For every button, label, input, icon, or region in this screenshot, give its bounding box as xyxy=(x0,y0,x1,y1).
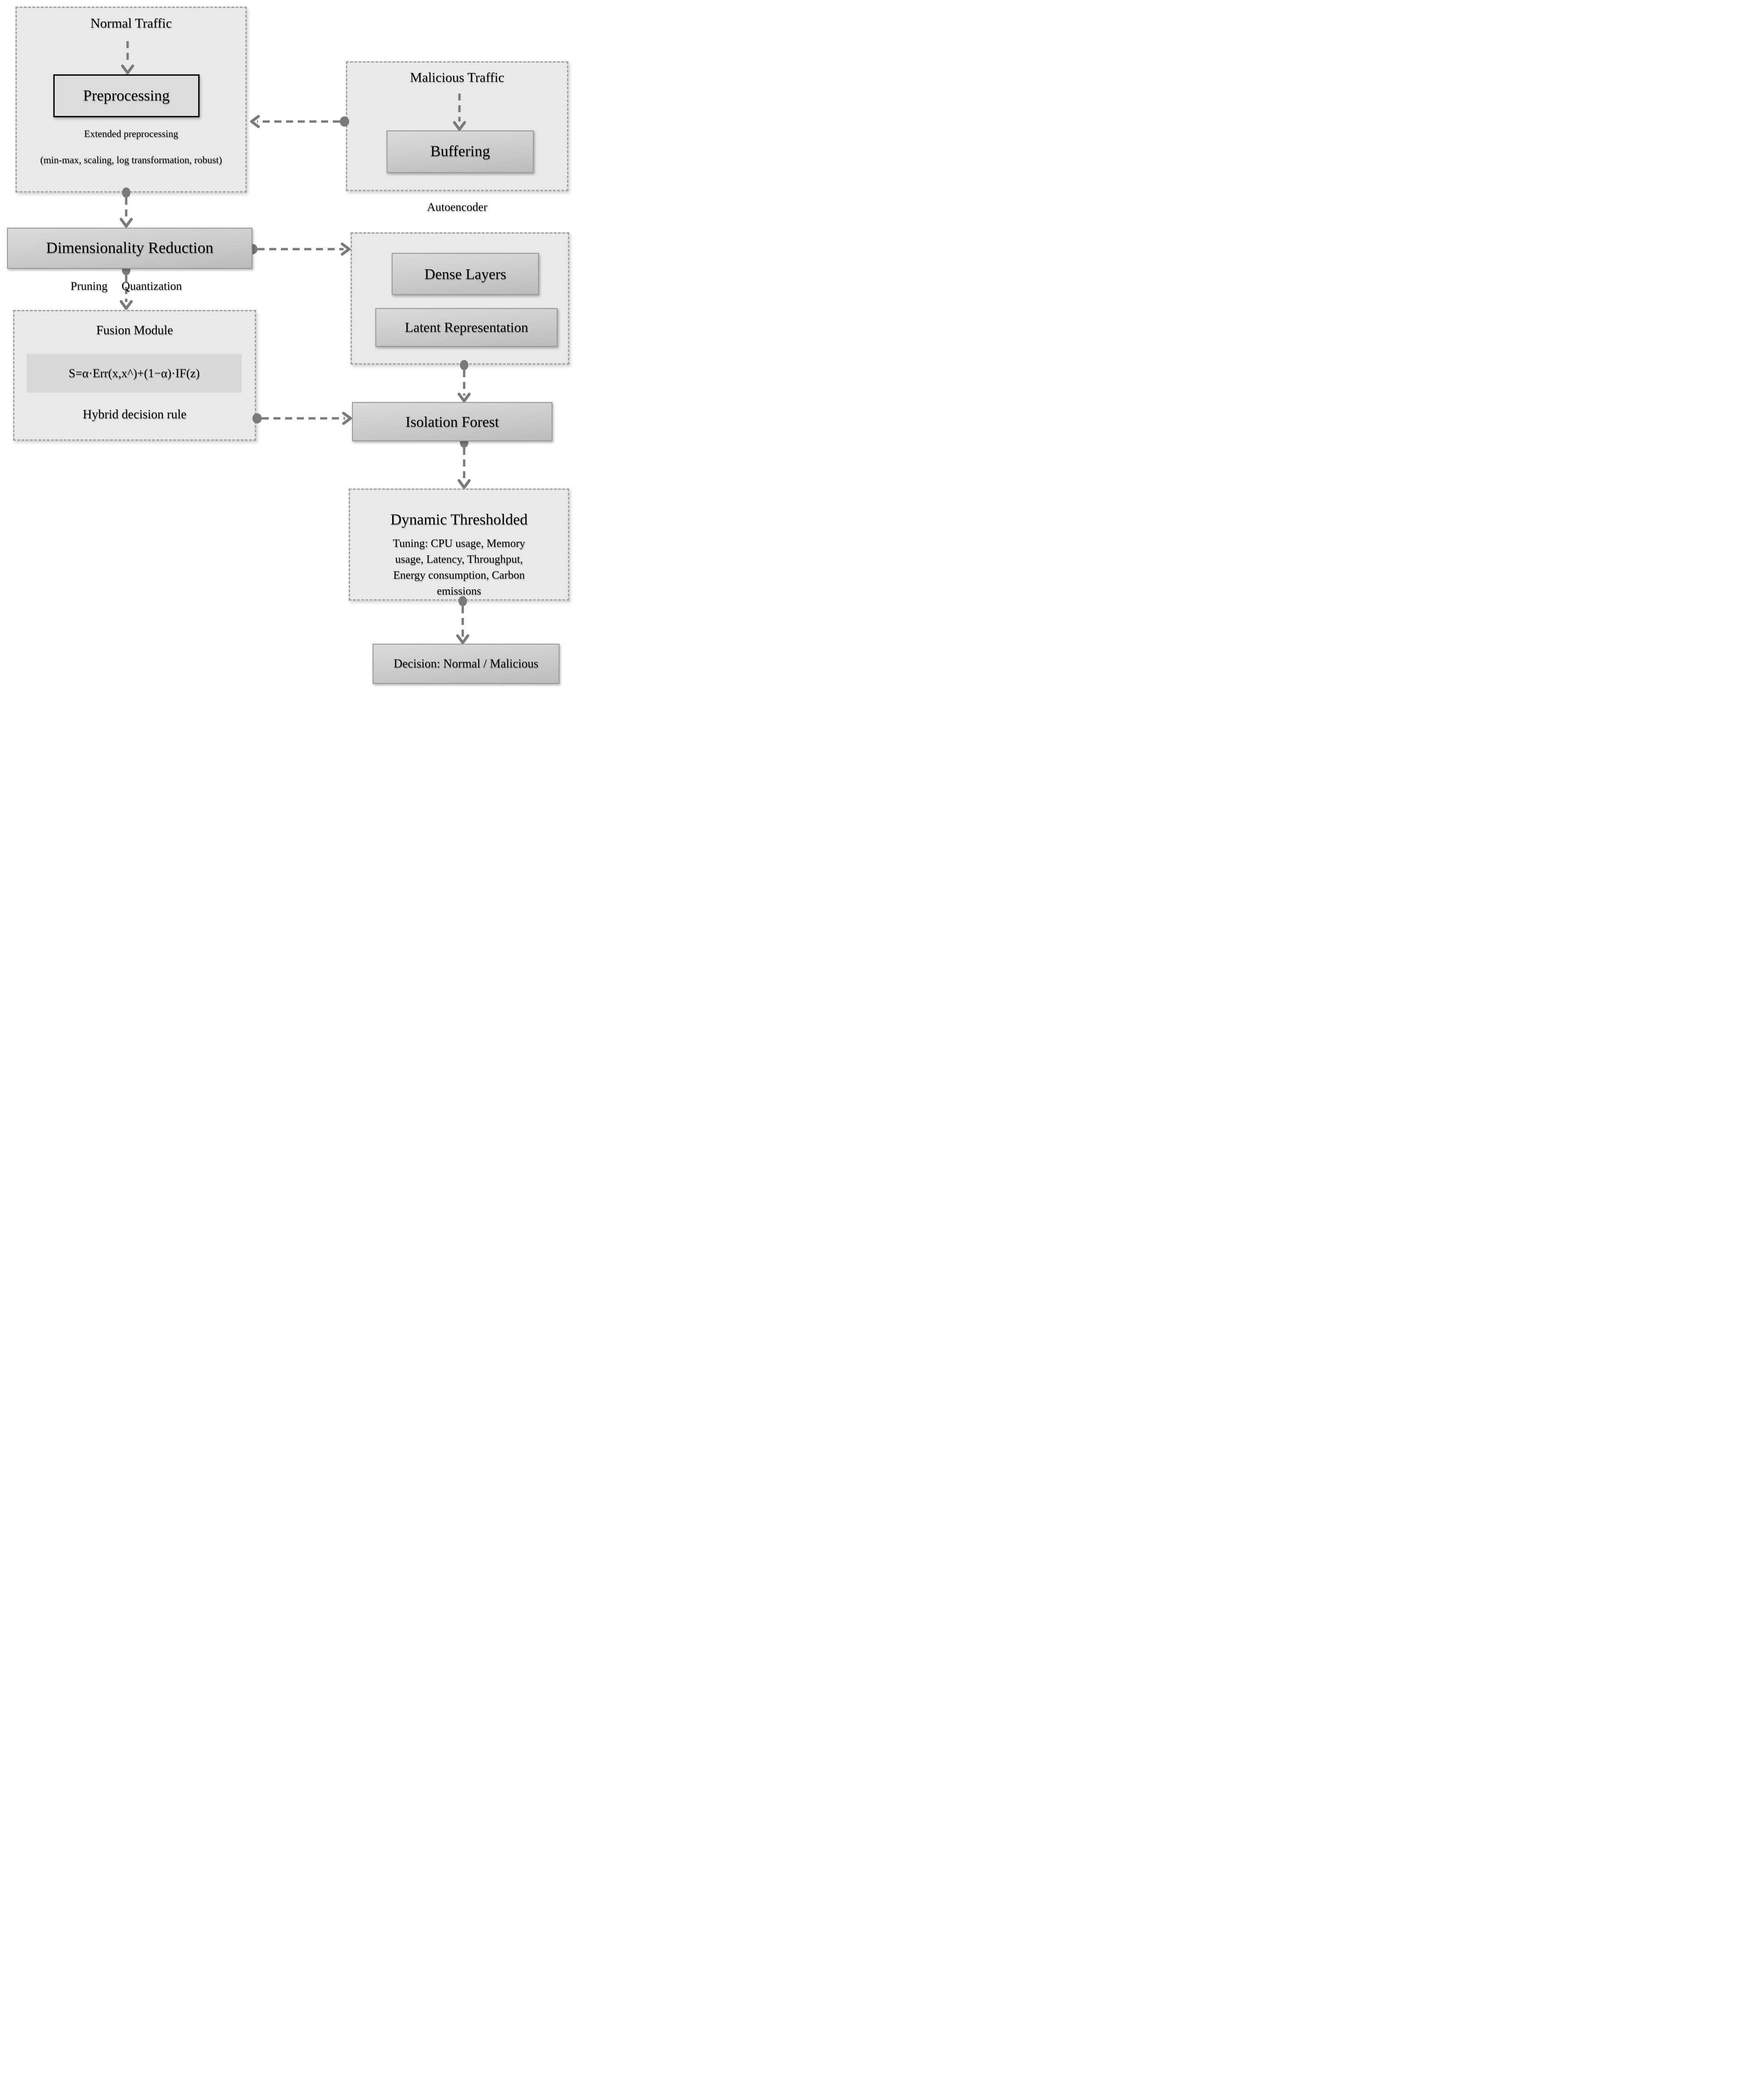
arrow-fusion-to-isolation-forest xyxy=(252,412,352,425)
dynamic-threshold-panel xyxy=(349,488,569,601)
arrow-preprocessing-to-dimred xyxy=(120,187,133,228)
arrow-isolation-forest-to-dynamic xyxy=(458,438,471,489)
malicious-traffic-label: Malicious Traffic xyxy=(410,70,504,85)
fusion-formula: S=α·Err(x,x^)+(1−α)·IF(z) xyxy=(27,354,242,393)
fusion-module-title: Fusion Module xyxy=(96,323,173,337)
hybrid-decision-rule-label: Hybrid decision rule xyxy=(83,407,186,421)
quantization-label: Quantization xyxy=(122,280,182,293)
arrow-dimred-to-autoencoder xyxy=(248,243,351,256)
dimensionality-reduction-node: Dimensionality Reduction xyxy=(7,228,252,269)
dense-layers-node: Dense Layers xyxy=(392,253,539,295)
tuning-line: usage, Latency, Throughput, xyxy=(395,553,523,566)
preprocessing-node: Preprocessing xyxy=(53,74,200,117)
flow-diagram: Normal Traffic Preprocessing Extended pr… xyxy=(0,0,588,691)
arrow-autoencoder-to-isolation-forest xyxy=(458,360,471,402)
tuning-line: Energy consumption, Carbon xyxy=(393,569,525,581)
tuning-line: emissions xyxy=(437,585,481,597)
arrow-buffering-to-preprocessing xyxy=(250,115,349,128)
latent-representation-node: Latent Representation xyxy=(375,308,558,347)
buffering-node: Buffering xyxy=(387,130,534,173)
normal-traffic-label: Normal Traffic xyxy=(90,16,172,31)
autoencoder-label: Autoencoder xyxy=(427,201,488,214)
isolation-forest-node: Isolation Forest xyxy=(352,402,552,441)
decision-node: Decision: Normal / Malicious xyxy=(373,644,559,684)
arrow-dynamic-to-decision xyxy=(456,596,469,644)
extended-preprocessing-detail-label: (min-max, scaling, log transformation, r… xyxy=(40,154,222,165)
extended-preprocessing-label: Extended preprocessing xyxy=(84,128,179,139)
dynamic-threshold-tuning-text: Tuning: CPU usage, Memory usage, Latency… xyxy=(353,536,565,599)
tuning-line: Tuning: CPU usage, Memory xyxy=(393,538,525,550)
pruning-label: Pruning xyxy=(70,280,108,293)
dynamic-threshold-title: Dynamic Thresholded xyxy=(390,511,528,528)
pruning-quantization-label: Pruning Quantization xyxy=(19,280,234,293)
